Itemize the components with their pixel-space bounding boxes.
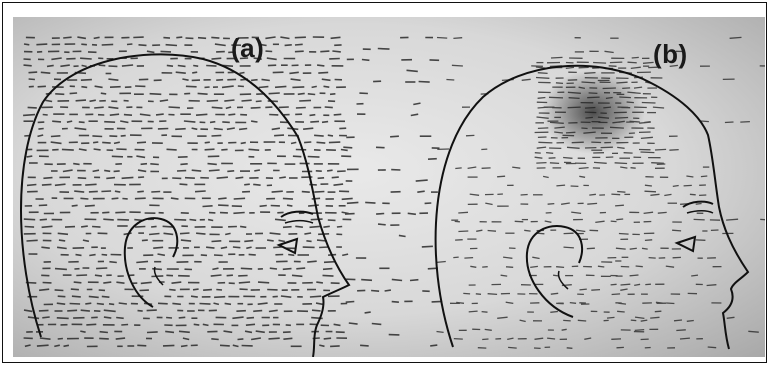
panel-a-scan-dashes xyxy=(23,36,443,348)
panel-b-ear xyxy=(525,225,583,318)
figure-frame: (a) (b) xyxy=(2,2,767,363)
panel-b-triangle-marker xyxy=(674,235,697,253)
head-diagrams xyxy=(20,36,765,357)
panel-label-b: (b) xyxy=(653,39,688,69)
panel-a-eye xyxy=(280,210,314,218)
panel-label-a: (a) xyxy=(231,33,265,63)
scan-photograph: (a) (b) xyxy=(13,17,765,357)
panel-a-ear xyxy=(123,217,179,308)
panel-b-scan-dashes xyxy=(436,36,765,350)
panel-a-triangle-marker xyxy=(276,237,299,255)
panel-b-hotspot xyxy=(541,70,645,154)
panel-b-eye xyxy=(682,200,714,208)
panel-b-head-outline xyxy=(434,64,750,350)
panel-a-head-outline xyxy=(20,53,351,357)
